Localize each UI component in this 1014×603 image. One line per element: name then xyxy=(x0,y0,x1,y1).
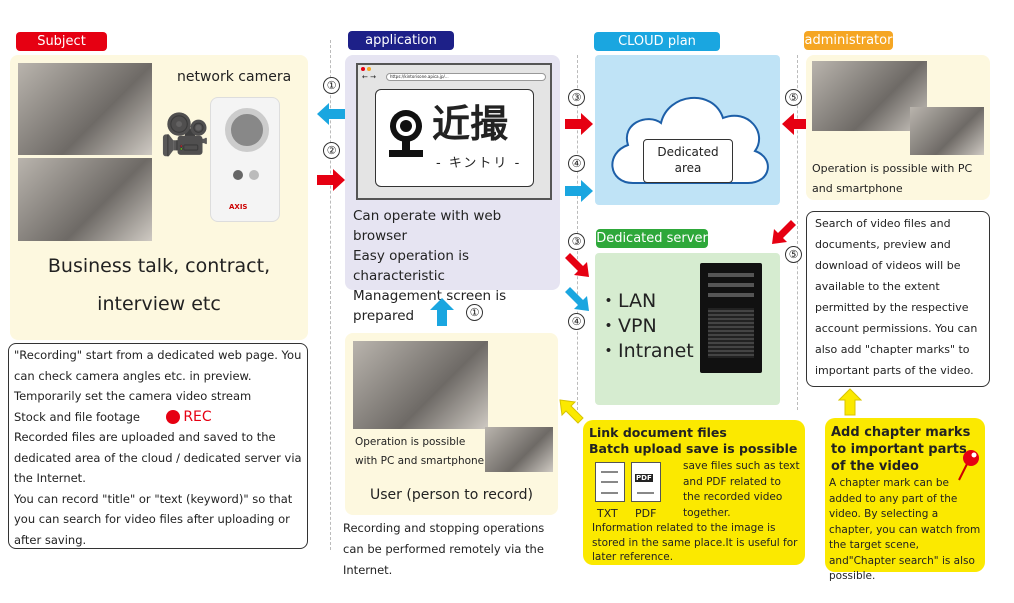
dedicated-area: Dedicated area xyxy=(643,139,733,183)
blue-diagonal-arrow xyxy=(565,287,589,311)
blue-left-arrow xyxy=(317,103,345,125)
administrator-panel: Operation is possible with PC and smartp… xyxy=(806,55,990,200)
chapter-title: Add chapter marks to important parts of … xyxy=(831,425,971,474)
txt-file-icon xyxy=(595,462,625,502)
camera-brand: AXIS xyxy=(229,203,248,211)
back-forward-icon[interactable]: ← → xyxy=(362,73,376,81)
network-list: ・LAN・VPN・Intranet xyxy=(599,290,694,362)
note: "Recording" start from a dedicated web p… xyxy=(14,348,302,383)
red-right-arrow xyxy=(317,169,345,191)
step-5-badge: ⑤ xyxy=(785,246,802,263)
dedicated-server-label: Dedicated server xyxy=(596,229,708,248)
note: Stock and file footage xyxy=(14,409,140,424)
application-label: application xyxy=(348,31,454,50)
pdf-file-icon: PDF xyxy=(631,462,661,502)
network-camera-label: network camera xyxy=(177,69,292,85)
url-bar[interactable]: https://kintorisone.apica.jp/... xyxy=(386,73,546,81)
subject-panel: network camera 🎥 AXIS Business talk, con… xyxy=(10,55,308,340)
subject-caption: Business talk, contract, xyxy=(47,255,271,277)
yellow-up-arrow xyxy=(838,388,862,416)
meeting-photo xyxy=(18,63,152,155)
subject-label: Subject xyxy=(16,32,107,51)
webcam-icon xyxy=(389,110,423,157)
smartphone-photo xyxy=(485,427,553,472)
chapter-description: A chapter mark can be added to any part … xyxy=(829,477,981,582)
user-panel: Operation is possible with PC and smartp… xyxy=(345,333,558,515)
device-note: Operation is possible with PC and smartp… xyxy=(812,162,973,195)
red-left-arrow xyxy=(782,113,810,135)
divider xyxy=(577,55,578,410)
video-camera-icon: 🎥 xyxy=(160,112,210,158)
cloud-plan-label: CLOUD plan xyxy=(594,32,720,51)
step-3-badge: ③ xyxy=(568,89,585,106)
subject-caption: interview etc xyxy=(97,293,221,315)
step-1-badge: ① xyxy=(466,304,483,321)
kintori-logo: 近撮 - キントリ - xyxy=(375,89,534,187)
remote-note: Recording and stopping operations can be… xyxy=(343,521,545,577)
server-panel: ・LAN・VPN・Intranet xyxy=(595,253,780,405)
smartphone-photo xyxy=(910,107,984,155)
divider xyxy=(797,55,798,410)
subject-notes: "Recording" start from a dedicated web p… xyxy=(8,343,308,549)
laptop-photo xyxy=(812,61,927,131)
application-panel: ← → https://kintorisone.apica.jp/... 近撮 … xyxy=(345,55,560,324)
logo-text: 近撮 xyxy=(432,102,509,146)
divider xyxy=(330,40,331,550)
pin-icon xyxy=(958,450,979,481)
yellow-diagonal-arrow xyxy=(559,399,584,424)
blue-up-arrow xyxy=(430,298,454,326)
step-4-badge: ④ xyxy=(568,313,585,330)
red-diagonal-arrow xyxy=(565,253,589,277)
note: Temporarily set the camera video stream xyxy=(14,389,252,403)
step-3-badge: ③ xyxy=(568,233,585,250)
note: You can record "title" or "text (keyword… xyxy=(14,491,293,547)
blue-right-arrow xyxy=(565,180,593,202)
cloud-panel: Dedicated area xyxy=(595,55,780,205)
user-title: User (person to record) xyxy=(370,487,533,503)
txt-label: TXT xyxy=(597,507,618,520)
docs-note: Information related to the image is stor… xyxy=(592,522,798,563)
red-right-arrow xyxy=(565,113,593,135)
step-5-badge: ⑤ xyxy=(785,89,802,106)
rec-label: REC xyxy=(183,408,212,425)
step-4-badge: ④ xyxy=(568,155,585,172)
step-2-badge: ② xyxy=(323,142,340,159)
server-icon xyxy=(700,263,762,373)
logo-subtext: - キントリ - xyxy=(436,156,522,171)
laptop-photo xyxy=(353,341,488,429)
red-diagonal-arrow xyxy=(772,220,796,244)
record-dot-icon xyxy=(165,410,180,424)
meeting-photo xyxy=(18,158,152,241)
note: Recorded files are uploaded and saved to… xyxy=(14,430,302,485)
device-note: Operation is possible with PC and smartp… xyxy=(355,436,485,467)
step-1-badge: ① xyxy=(323,77,340,94)
browser-window: ← → https://kintorisone.apica.jp/... 近撮 … xyxy=(356,63,552,200)
docs-description: save files such as text and PDF related … xyxy=(683,460,800,519)
admin-description: Search of video files and documents, pre… xyxy=(806,211,990,387)
administrator-label: administrator xyxy=(804,31,893,50)
pdf-label: PDF xyxy=(635,507,657,520)
network-camera-image: AXIS xyxy=(210,97,280,222)
chapter-marks-box: Add chapter marks to important parts of … xyxy=(825,418,985,582)
